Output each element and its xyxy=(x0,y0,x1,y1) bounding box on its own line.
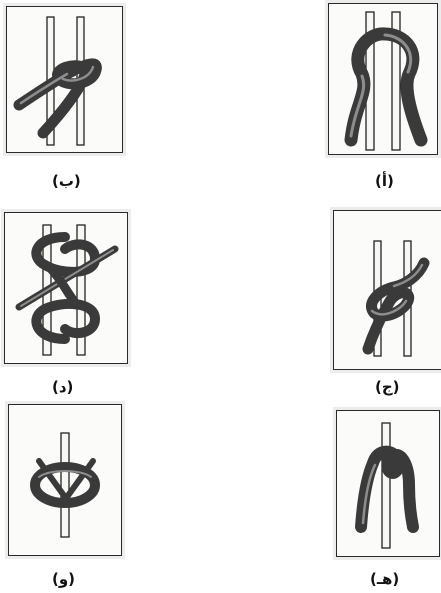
figure-a-panel xyxy=(328,3,438,155)
figure-f-label: (و) xyxy=(52,570,75,588)
figure-e-label: (هـ) xyxy=(370,570,399,588)
figure-f-panel xyxy=(8,404,122,556)
rope-ring-with-crossed-rods-icon xyxy=(9,405,121,555)
rope-loop-over-two-rods-icon xyxy=(329,4,437,154)
rope-figure-eight-lashing-icon xyxy=(5,213,127,363)
rope-diagonal-knot-icon xyxy=(7,7,122,152)
figure-c-label: (ج) xyxy=(375,378,400,396)
figure-c-panel xyxy=(333,210,441,370)
figure-b-panel xyxy=(6,6,123,153)
figure-e-panel xyxy=(336,410,440,557)
figure-d-label: (د) xyxy=(52,378,73,396)
rope-s-twist-knot-icon xyxy=(334,211,441,369)
figure-b-label: (ب) xyxy=(52,172,81,190)
rope-single-rod-hitch-icon xyxy=(337,411,439,556)
figure-a-label: (أ) xyxy=(375,172,394,190)
figure-d-panel xyxy=(4,212,128,364)
